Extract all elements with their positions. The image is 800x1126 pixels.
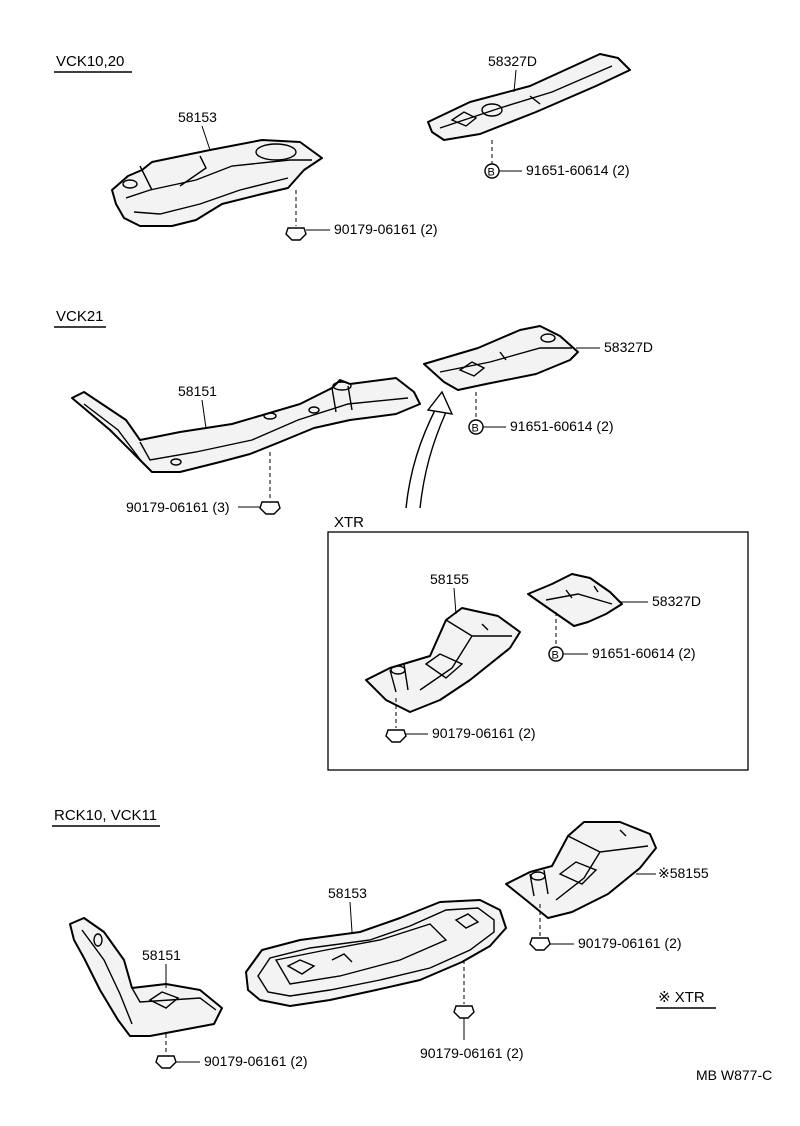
bolt-b-letter: B bbox=[472, 423, 479, 435]
section-vck21: VCK21 58151 90179-06161 (3) bbox=[54, 308, 653, 515]
part-58155-shield bbox=[365, 607, 521, 713]
section-heading-rck10-vck11: RCK10, VCK11 bbox=[54, 807, 157, 824]
section-rck10-vck11: RCK10, VCK11 58151 90179-06161 (2) 58153 bbox=[52, 807, 716, 1069]
diagram-code: MB W877-C bbox=[696, 1067, 772, 1083]
part-58327d-plate bbox=[527, 573, 623, 627]
callout-58153: 58153 bbox=[328, 885, 367, 901]
section-heading-xtr: XTR bbox=[334, 514, 364, 531]
callout-58327d: 58327D bbox=[652, 593, 701, 609]
callout-58155-xtr: ※58155 bbox=[658, 865, 709, 881]
callout-bolt-91651: 91651-60614 (2) bbox=[510, 418, 614, 434]
xtr-frame bbox=[327, 531, 749, 771]
bolt-b-letter: B bbox=[552, 650, 559, 662]
nut-icon bbox=[285, 227, 307, 241]
section-heading-vck21: VCK21 bbox=[56, 308, 104, 325]
leader-58151 bbox=[201, 399, 207, 429]
legend-xtr-note: ※ XTR bbox=[658, 989, 705, 1006]
nut-icon bbox=[385, 729, 407, 743]
section-vck10-20: VCK10,20 58153 90179-06161 (2) 58327 bbox=[54, 53, 631, 241]
leader-58327d bbox=[513, 69, 517, 93]
callout-bolt-91651: 91651-60614 (2) bbox=[526, 162, 630, 178]
callout-58153: 58153 bbox=[178, 109, 217, 125]
nut-icon bbox=[155, 1055, 177, 1069]
leader-58155 bbox=[453, 587, 457, 615]
bolt-b-marker: B bbox=[468, 419, 484, 435]
callout-58327d: 58327D bbox=[604, 339, 653, 355]
callout-nut-90179: 90179-06161 (2) bbox=[420, 1045, 524, 1061]
bolt-b-letter: B bbox=[488, 167, 495, 179]
callout-58151: 58151 bbox=[142, 947, 181, 963]
part-58327d-plate bbox=[423, 325, 579, 391]
nut-icon bbox=[453, 1005, 475, 1019]
callout-nut-90179: 90179-06161 (2) bbox=[578, 935, 682, 951]
nut-icon bbox=[529, 937, 551, 951]
part-58153-tray bbox=[245, 899, 507, 1007]
callout-58155: 58155 bbox=[430, 571, 469, 587]
nut-icon bbox=[259, 501, 281, 515]
section-xtr-box: XTR 58155 90179-06161 (2) 58327D bbox=[327, 514, 749, 771]
callout-nut-90179: 90179-06161 (2) bbox=[334, 221, 438, 237]
leader-58153 bbox=[201, 125, 211, 151]
callout-nut-90179: 90179-06161 (2) bbox=[432, 725, 536, 741]
part-58155-shield bbox=[505, 821, 657, 919]
part-58151-long-shield bbox=[71, 377, 421, 473]
bolt-b-marker: B bbox=[548, 646, 564, 662]
part-58327d-plate bbox=[427, 53, 631, 141]
leader-58153 bbox=[349, 901, 353, 933]
bolt-b-marker: B bbox=[484, 163, 500, 179]
callout-nut-90179: 90179-06161 (2) bbox=[204, 1053, 308, 1069]
curved-arrow-icon bbox=[405, 390, 454, 509]
section-heading-vck10-20: VCK10,20 bbox=[56, 53, 124, 70]
callout-58151: 58151 bbox=[178, 383, 217, 399]
callout-bolt-91651: 91651-60614 (2) bbox=[592, 645, 696, 661]
part-58151-shield bbox=[69, 917, 223, 1037]
part-58153-shield bbox=[111, 139, 323, 227]
callout-58327d: 58327D bbox=[488, 53, 537, 69]
callout-nut-90179: 90179-06161 (3) bbox=[126, 499, 230, 515]
